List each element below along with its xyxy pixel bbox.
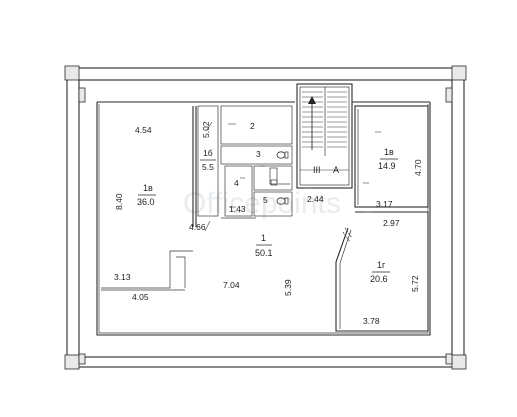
sink-icon (270, 179, 278, 186)
room-number-label: 4 (234, 178, 239, 188)
room-area-label: 50.1 (255, 248, 273, 258)
dimension-label: 8.40 (114, 193, 124, 210)
watermark: Officepoints (183, 187, 341, 220)
toilet-icon (276, 151, 289, 159)
room-number-label: 1г (377, 260, 386, 270)
dimension-ticks (204, 121, 381, 232)
dimension-label: 4.54 (135, 125, 152, 135)
dimension-label: 3.78 (363, 316, 380, 326)
dimension-label: 5.72 (410, 275, 420, 292)
staircase (296, 83, 353, 189)
room-1v-right-walls (354, 105, 429, 208)
room-number-label: 3 (256, 149, 261, 159)
toilet-icon (276, 197, 289, 205)
dimension-label: 4.70 (413, 159, 423, 176)
stair-number-label: III (313, 165, 321, 175)
room-number-label: 1в (143, 183, 153, 193)
service-block-walls (197, 105, 293, 219)
dimension-label: 4.66 (189, 222, 206, 232)
room-number-label: 1б (203, 148, 213, 158)
dimension-label: 3.17 (376, 199, 393, 209)
room-area-label: 20.6 (370, 274, 388, 284)
room-area-label: 5.5 (202, 162, 214, 172)
dimension-label: 5.39 (283, 279, 293, 296)
dimension-label: 4.05 (132, 292, 149, 302)
room-number-label: 2 (250, 121, 255, 131)
room-number-label: 1в (384, 147, 394, 157)
dimension-label: 2.44 (307, 194, 324, 204)
room-area-label: 36.0 (137, 197, 155, 207)
room-number-label: 1 (261, 233, 266, 243)
stair-letter-label: A (333, 165, 339, 175)
dimension-label: 7.04 (223, 280, 240, 290)
dimension-label: 3.13 (114, 272, 131, 282)
dimension-label: 2.97 (383, 218, 400, 228)
dimension-label: 5.02 (201, 121, 211, 138)
room-1g-walls (335, 211, 429, 332)
dimension-label: 1.43 (229, 204, 246, 214)
outer-walls (64, 65, 467, 370)
room-area-label: 14.9 (378, 161, 396, 171)
room-1v-left-walls (101, 106, 197, 291)
room-number-label: 5 (263, 195, 268, 205)
